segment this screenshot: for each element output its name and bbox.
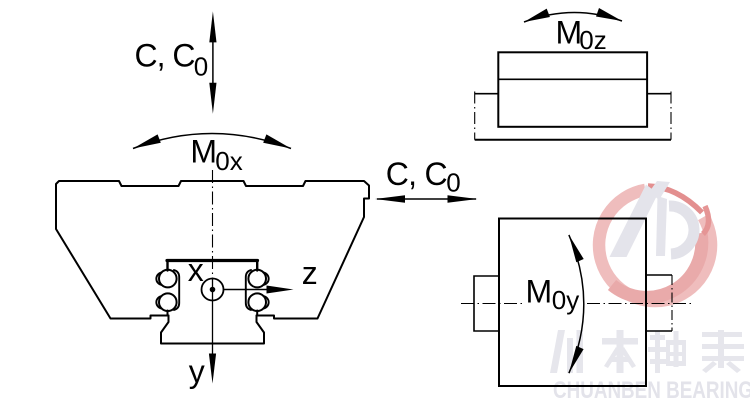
svg-text:M: M: [556, 14, 583, 50]
svg-text:z: z: [302, 255, 318, 291]
svg-text:CHUANBEN BEARING: CHUANBEN BEARING: [553, 377, 750, 400]
svg-text:M: M: [190, 134, 217, 170]
svg-text:x: x: [188, 252, 204, 288]
svg-text:0x: 0x: [215, 146, 242, 176]
svg-text:0z: 0z: [579, 25, 606, 55]
svg-text:y: y: [189, 354, 205, 390]
svg-text:0: 0: [446, 168, 460, 198]
svg-text:C, C: C, C: [135, 38, 195, 74]
svg-text:0y: 0y: [552, 285, 579, 315]
svg-text:M: M: [526, 273, 553, 309]
svg-text:0: 0: [194, 52, 208, 82]
svg-text:C, C: C, C: [386, 156, 447, 192]
